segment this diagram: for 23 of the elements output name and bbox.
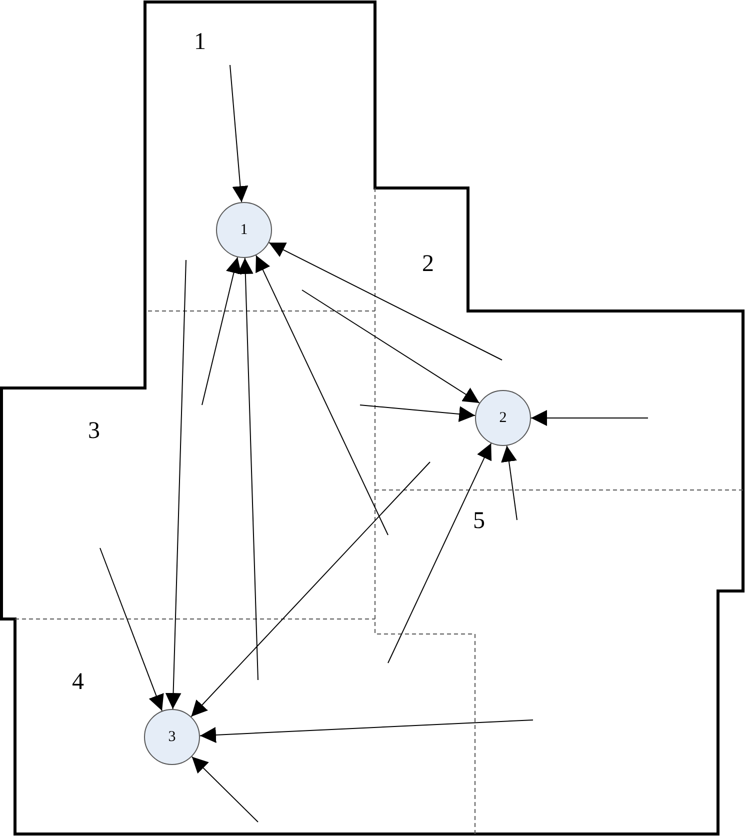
arrow bbox=[530, 410, 648, 426]
zone-number: 1 bbox=[194, 30, 206, 54]
arrow bbox=[388, 442, 492, 664]
arrow bbox=[202, 256, 242, 406]
arrow bbox=[190, 462, 430, 718]
station-circle: 3 bbox=[144, 709, 200, 765]
zone-number: 5 bbox=[473, 509, 485, 533]
arrow bbox=[360, 404, 476, 422]
station-circle: 1 bbox=[216, 202, 272, 258]
zone-number: 3 bbox=[88, 419, 100, 443]
arrow bbox=[256, 254, 388, 536]
arrow bbox=[501, 445, 518, 520]
arrow bbox=[230, 64, 248, 203]
station-circle: 2 bbox=[475, 390, 531, 446]
zone-number: 4 bbox=[72, 670, 84, 694]
arrow bbox=[191, 756, 258, 822]
arrow bbox=[100, 548, 164, 712]
arrow bbox=[200, 720, 534, 743]
arrow bbox=[237, 258, 258, 680]
arrow bbox=[268, 242, 502, 360]
arrow bbox=[302, 290, 480, 404]
zone-number: 2 bbox=[422, 252, 434, 276]
arrow bbox=[165, 260, 186, 710]
